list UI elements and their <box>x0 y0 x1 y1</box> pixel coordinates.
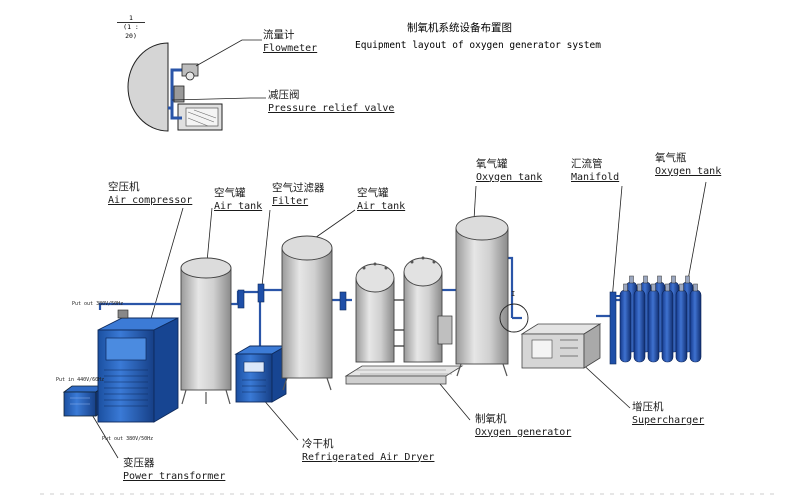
label-oxygen-tank-en: Oxygen tank <box>476 171 543 183</box>
leader-air-dryer <box>261 397 299 441</box>
label-filter: 空气过滤器 Filter <box>272 183 325 207</box>
label-transformer-en: Power transformer <box>123 470 226 482</box>
label-power-transformer: 变压器 Power transformer <box>123 458 225 482</box>
label-supercharger-en: Supercharger <box>632 414 705 426</box>
label-oxygen-tank-zh: 氧气罐 <box>476 158 508 170</box>
diagram-title: 制氧机系统设备布置图 Equipment layout of oxygen ge… <box>355 20 601 51</box>
label-oxygen-bottle: 氧气瓶 Oxygen tank <box>655 153 721 177</box>
label-air-tank-2: 空气罐 Air tank <box>357 188 405 212</box>
label-supercharger: 增压机 Supercharger <box>632 402 704 426</box>
scale-numerator: 1 <box>117 14 145 24</box>
label-manifold: 汇流管 Manifold <box>571 159 619 183</box>
label-pressure-relief-valve: 减压阀 Pressure relief valve <box>268 90 394 114</box>
label-manifold-en: Manifold <box>571 171 620 183</box>
label-relief-en: Pressure relief valve <box>268 102 395 114</box>
air-compressor <box>97 309 179 423</box>
label-oxygen-bottle-zh: 氧气瓶 <box>655 152 687 164</box>
label-oxygen-generator-en: Oxygen generator <box>475 426 572 438</box>
label-oxygen-bottle-en: Oxygen tank <box>655 165 722 177</box>
label-compressor-zh: 空压机 <box>108 181 140 193</box>
label-filter-en: Filter <box>272 195 309 207</box>
label-air-tank-2-zh: 空气罐 <box>357 187 389 199</box>
label-air-tank-1-zh: 空气罐 <box>214 187 246 199</box>
label-filter-zh: 空气过滤器 <box>272 182 325 194</box>
leader-relief-valve <box>171 97 266 101</box>
label-air-tank-2-en: Air tank <box>357 200 406 212</box>
leader-air-tank-2 <box>311 209 356 241</box>
leader-oxygen-tank <box>473 185 477 221</box>
oxygen-bottle-10 <box>675 283 688 363</box>
label-oxygen-generator-zh: 制氧机 <box>475 413 507 425</box>
label-oxygen-generator: 制氧机 Oxygen generator <box>475 414 571 438</box>
label-dryer-en: Refrigerated Air Dryer <box>302 451 435 463</box>
detail-circle <box>499 303 529 333</box>
leader-oxygen-bottle <box>687 181 707 281</box>
oxygen-bottles <box>619 275 702 363</box>
put-in-text: Put in 440V/60Hz <box>56 377 105 383</box>
scale-denominator: (1 : 20) <box>123 23 139 40</box>
oxygen-generator <box>344 256 464 385</box>
label-oxygen-tank: 氧气罐 Oxygen tank <box>476 159 542 183</box>
label-manifold-zh: 汇流管 <box>571 158 603 170</box>
leader-flowmeter <box>195 39 262 67</box>
oxygen-tank <box>455 215 509 377</box>
label-flowmeter-en: Flowmeter <box>263 42 318 54</box>
oxygen-bottle-8 <box>647 283 660 363</box>
put-out-bottom-text: Put out 380V/50Hz <box>102 436 154 442</box>
label-transformer-zh: 变压器 <box>123 457 155 469</box>
scale-note: 1 (1 : 20) <box>117 14 145 40</box>
leader-filter <box>261 209 271 287</box>
refrigerated-air-dryer <box>234 345 288 403</box>
label-flowmeter: 流量计 Flowmeter <box>263 30 317 54</box>
label-flowmeter-zh: 流量计 <box>263 29 295 41</box>
detail-inset <box>127 42 223 132</box>
label-air-tank-1-en: Air tank <box>214 200 263 212</box>
oxygen-bottle-11 <box>689 283 702 363</box>
label-supercharger-zh: 增压机 <box>632 401 664 413</box>
leader-air-tank-1 <box>206 207 213 263</box>
oxygen-bottle-7 <box>633 283 646 363</box>
label-air-tank-1: 空气罐 Air tank <box>214 188 262 212</box>
leader-lines <box>87 39 707 459</box>
title-en: Equipment layout of oxygen generator sys… <box>355 40 601 51</box>
title-zh: 制氧机系统设备布置图 <box>407 22 512 34</box>
air-tank-1 <box>180 257 232 405</box>
leader-supercharger <box>577 359 631 409</box>
label-relief-zh: 减压阀 <box>268 89 300 101</box>
filter-units <box>237 283 347 311</box>
leader-manifold <box>611 185 623 301</box>
oxygen-bottle-6 <box>619 283 632 363</box>
label-air-compressor: 空压机 Air compressor <box>108 182 192 206</box>
air-tank-2 <box>281 235 333 391</box>
oxygen-bottle-9 <box>661 283 674 363</box>
label-dryer-zh: 冷干机 <box>302 438 334 450</box>
detail-marker: I <box>511 290 516 298</box>
supercharger <box>520 323 602 369</box>
label-compressor-en: Air compressor <box>108 194 193 206</box>
put-out-top-text: Put out 380V/50Hz <box>72 301 124 307</box>
label-refrigerated-air-dryer: 冷干机 Refrigerated Air Dryer <box>302 439 434 463</box>
